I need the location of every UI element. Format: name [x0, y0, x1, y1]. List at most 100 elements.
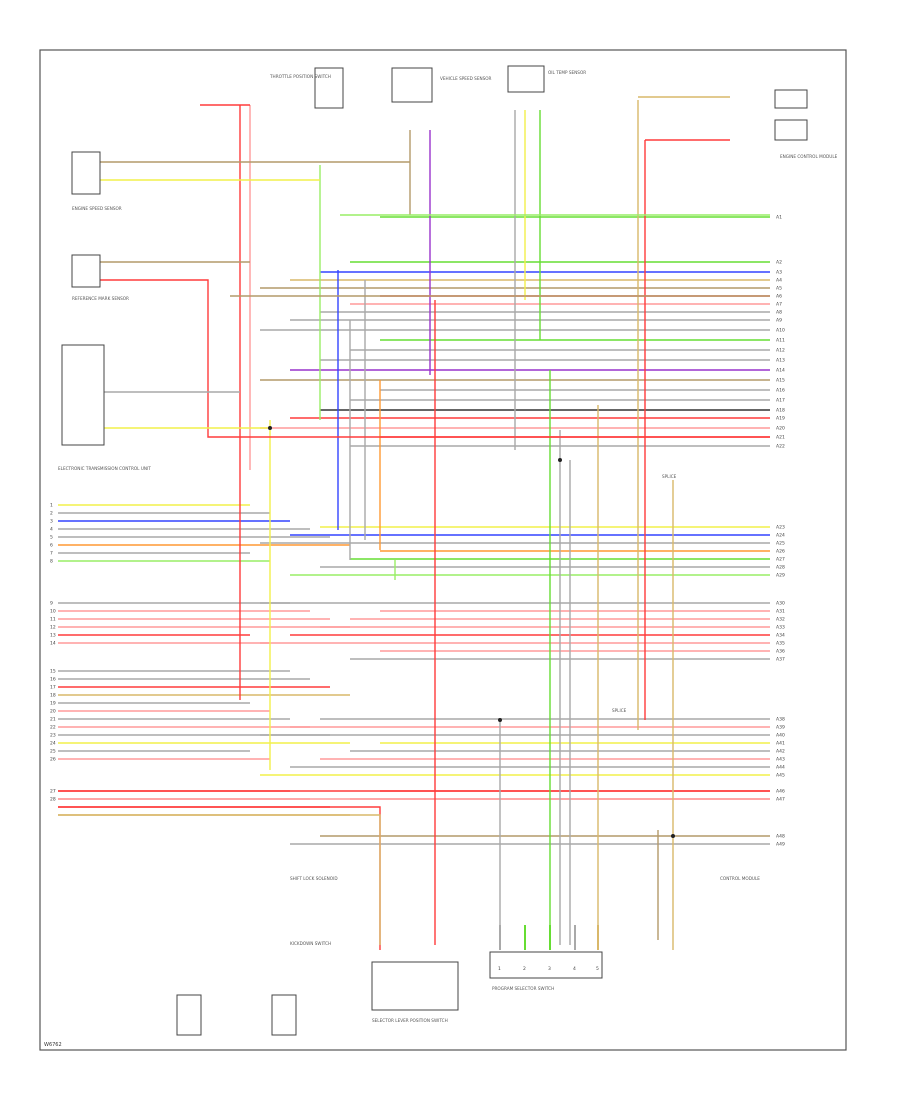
- label-splice-2: SPLICE: [662, 474, 677, 479]
- connector-pin-label: A2: [776, 260, 782, 266]
- connector-pin-label: A8: [776, 310, 782, 316]
- left-pin-label: 19: [50, 701, 56, 707]
- label-engine-speed-sensor: ENGINE SPEED SENSOR: [72, 206, 122, 211]
- connector-pin-label: A34: [776, 633, 785, 639]
- connector-pin-label: A45: [776, 773, 785, 779]
- left-pin-label: 24: [50, 741, 56, 747]
- connector-pin-label: A22: [776, 444, 785, 450]
- connector-pin-label: A12: [776, 348, 785, 354]
- connector-pin-label: A20: [776, 426, 785, 432]
- bottom-pin-label: 4: [573, 966, 576, 972]
- connector-pin-label: A1: [776, 215, 782, 221]
- left-pin-label: 5: [50, 535, 53, 541]
- connector-pin-label: A33: [776, 625, 785, 631]
- bottom-pin-label: 3: [548, 966, 551, 972]
- left-pin-label: 6: [50, 543, 53, 549]
- connector-pin-label: A30: [776, 601, 785, 607]
- component-layer: [61, 65, 808, 1036]
- left-pin-label: 18: [50, 693, 56, 699]
- connector-pin-label: A44: [776, 765, 785, 771]
- left-pin-label: 21: [50, 717, 56, 723]
- kickdown-sensor-2: [271, 994, 297, 1036]
- connector-pin-label: A5: [776, 286, 782, 292]
- connector-pin-label: A39: [776, 725, 785, 731]
- left-pin-label: 27: [50, 789, 56, 795]
- connector-pin-label: A40: [776, 733, 785, 739]
- connector-pin-label: A25: [776, 541, 785, 547]
- left-pin-label: 23: [50, 733, 56, 739]
- label-oil-temp-sensor: OIL TEMP SENSOR: [548, 70, 586, 75]
- left-pin-label: 14: [50, 641, 56, 647]
- left-pin-label: 17: [50, 685, 56, 691]
- left-pin-label: 10: [50, 609, 56, 615]
- connector-pin-label: A36: [776, 649, 785, 655]
- left-pin-label: 22: [50, 725, 56, 731]
- connector-pin-label: A38: [776, 717, 785, 723]
- label-splice-1: SPLICE: [612, 708, 627, 713]
- connector-pin-label: A49: [776, 842, 785, 848]
- label-program-selector: PROGRAM SELECTOR SWITCH: [492, 986, 554, 991]
- left-pin-label: 20: [50, 709, 56, 715]
- wire-layer: [58, 96, 770, 950]
- left-pin-label: 16: [50, 677, 56, 683]
- label-vehicle-speed-sensor: VEHICLE SPEED SENSOR: [440, 76, 492, 81]
- shift-lock-module: [371, 961, 459, 1011]
- reference-mark-sensor: [71, 254, 101, 288]
- label-selector-lever: SELECTOR LEVER POSITION SWITCH: [372, 1018, 448, 1023]
- left-pin-label: 26: [50, 757, 56, 763]
- connector-pin-label: A17: [776, 398, 785, 404]
- label-ecm: ENGINE CONTROL MODULE: [780, 154, 838, 159]
- connector-pin-label: A32: [776, 617, 785, 623]
- left-pin-label: 4: [50, 527, 53, 533]
- splice-dot: [268, 426, 272, 430]
- connector-pin-label: A28: [776, 565, 785, 571]
- bottom-pin-label: 1: [498, 966, 501, 972]
- bottom-pin-label: 5: [596, 966, 599, 972]
- label-reference-mark-sensor: REFERENCE MARK SENSOR: [72, 296, 129, 301]
- ecm-relay: [774, 89, 808, 109]
- left-pin-label: 13: [50, 633, 56, 639]
- connector-pin-label: A14: [776, 368, 785, 374]
- left-pin-label: 25: [50, 749, 56, 755]
- diagram-border: [39, 49, 847, 1051]
- connector-pin-label: A23: [776, 525, 785, 531]
- kickdown-sensor-1: [176, 994, 202, 1036]
- left-pin-label: 7: [50, 551, 53, 557]
- connector-pin-label: A11: [776, 338, 785, 344]
- label-shift-lock: SHIFT LOCK SOLENOID: [290, 876, 338, 881]
- bottom-pin-label: 2: [523, 966, 526, 972]
- left-pin-label: 12: [50, 625, 56, 631]
- connector-pin-label: A31: [776, 609, 785, 615]
- connector-pin-label: A27: [776, 557, 785, 563]
- connector-pin-label: A47: [776, 797, 785, 803]
- left-pin-label: 3: [50, 519, 53, 525]
- vehicle-speed-sensor: [391, 67, 433, 103]
- label-throttle-switch: THROTTLE POSITION SWITCH: [269, 74, 331, 79]
- connector-pin-label: A7: [776, 302, 782, 308]
- connector-pin-label: A4: [776, 278, 782, 284]
- connector-pin-label: A35: [776, 641, 785, 647]
- connector-pin-label: A48: [776, 834, 785, 840]
- left-pin-label: 9: [50, 601, 53, 607]
- label-transmission-control-unit: ELECTRONIC TRANSMISSION CONTROL UNIT: [58, 466, 151, 471]
- connector-pin-label: A16: [776, 388, 785, 394]
- connector-pin-label: A24: [776, 533, 785, 539]
- left-pin-label: 28: [50, 797, 56, 803]
- transmission-control-unit: [61, 344, 105, 446]
- ecm-fuse: [774, 119, 808, 141]
- connector-pin-label: A13: [776, 358, 785, 364]
- left-pin-label: 8: [50, 559, 53, 565]
- long-wire: [58, 814, 381, 945]
- connector-pin-label: A6: [776, 294, 782, 300]
- label-control-module: CONTROL MODULE: [720, 876, 760, 881]
- left-pin-label: 1: [50, 503, 53, 509]
- connector-pin-label: A9: [776, 318, 782, 324]
- splice-dot: [671, 834, 675, 838]
- left-pin-label: 2: [50, 511, 53, 517]
- left-pin-label: 15: [50, 669, 56, 675]
- splice-dot: [498, 718, 502, 722]
- connector-pin-label: A26: [776, 549, 785, 555]
- selector-lever-switch: [489, 951, 603, 979]
- connector-pin-label: A29: [776, 573, 785, 579]
